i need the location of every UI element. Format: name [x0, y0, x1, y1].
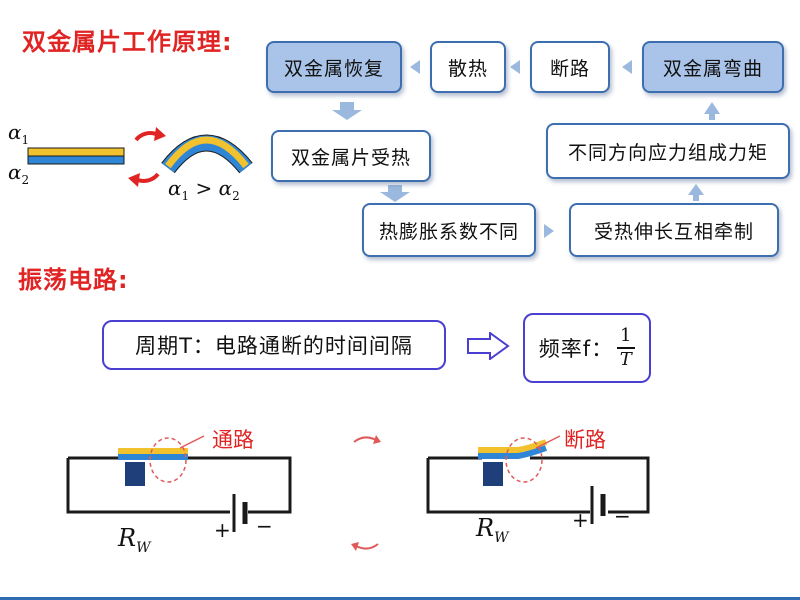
flow-recover-box: 双金属恢复 — [266, 41, 402, 93]
cycle-arrow-bottom — [355, 543, 379, 550]
wire-right-1 — [426, 458, 590, 514]
arrow-break-to-cool — [510, 60, 520, 74]
strip-blue — [118, 454, 188, 460]
cycle-arrow-top — [353, 436, 377, 443]
open-circuit-label: 断路 — [564, 428, 606, 452]
frequency-box: 频率f： 1 T — [523, 313, 651, 383]
oscillation-heading: 振荡电路: — [18, 266, 129, 294]
flow-bend-box: 双金属弯曲 — [642, 41, 784, 93]
wire-left-1 — [66, 458, 230, 514]
flow-coefficient-box: 热膨胀系数不同 — [362, 203, 536, 257]
flow-constrained-box: 受热伸长互相牵制 — [569, 203, 779, 257]
flow-arrows — [332, 60, 720, 238]
frequency-prefix: 频率f： — [538, 337, 614, 361]
alpha-relation: α1 > α2 — [168, 176, 240, 203]
plus-left: + — [214, 518, 231, 542]
cycle-arrowhead-top — [373, 435, 381, 444]
circuit-closed — [66, 435, 292, 532]
minus-left: − — [256, 514, 273, 538]
arrow-constrained-to-torque — [688, 184, 704, 201]
frequency-denominator: T — [619, 349, 633, 370]
plus-right: + — [572, 508, 589, 532]
alpha1-label: α1 — [8, 120, 30, 147]
heater-block — [125, 462, 145, 486]
implies-arrow — [467, 332, 510, 360]
wire-right-2 — [530, 456, 650, 514]
fraction-bar — [617, 347, 636, 349]
contact-highlight — [149, 437, 187, 483]
red-arc-bottom — [137, 172, 160, 183]
strip-blue-bent — [478, 445, 548, 459]
bottom-rule — [0, 597, 800, 600]
strip-yellow-bent — [478, 439, 548, 453]
frequency-numerator: 1 — [619, 325, 633, 346]
wire-left-2 — [170, 456, 292, 514]
heater-block — [483, 462, 503, 486]
period-text: 周期T：电路通断的时间间隔 — [135, 334, 413, 358]
frequency-fraction: 1 T — [617, 325, 636, 371]
circuit-open — [426, 435, 650, 524]
resistor-label-right: RW — [476, 514, 509, 546]
contact-highlight — [505, 437, 543, 483]
label-pointer — [179, 435, 205, 449]
arrow-torque-to-bend — [704, 102, 720, 120]
arrow-bend-to-break — [622, 60, 632, 74]
period-box: 周期T：电路通断的时间间隔 — [102, 320, 446, 370]
arrow-coefficient-to-constrained — [544, 224, 554, 238]
bent-strip-yellow — [165, 136, 249, 169]
bimetal-illustration — [27, 127, 253, 187]
strip-yellow — [118, 448, 188, 454]
flow-heated-box: 双金属片受热 — [271, 130, 431, 182]
circuit-diagrams — [66, 435, 650, 551]
arrow-recover-to-heated — [332, 102, 362, 120]
red-arc-top — [134, 131, 157, 142]
arrow-cool-to-recover — [410, 60, 420, 74]
alpha2-label: α2 — [8, 160, 30, 187]
flow-cool-box: 散热 — [430, 41, 506, 93]
resistor-label-left: RW — [118, 524, 151, 556]
red-arrowhead-bottom — [128, 173, 140, 187]
flow-torque-box: 不同方向应力组成力矩 — [546, 123, 790, 179]
label-pointer — [535, 435, 561, 449]
bimetal-heading: 双金属片工作原理: — [22, 28, 233, 56]
closed-circuit-label: 通路 — [212, 428, 254, 452]
red-arrowhead-top — [154, 127, 166, 141]
straight-strip-bottom — [27, 155, 125, 165]
minus-right: − — [614, 504, 631, 528]
flow-break-box: 断路 — [530, 41, 610, 93]
cycle-arrowhead-bottom — [351, 542, 359, 551]
arrow-heated-to-coefficient — [380, 185, 410, 202]
